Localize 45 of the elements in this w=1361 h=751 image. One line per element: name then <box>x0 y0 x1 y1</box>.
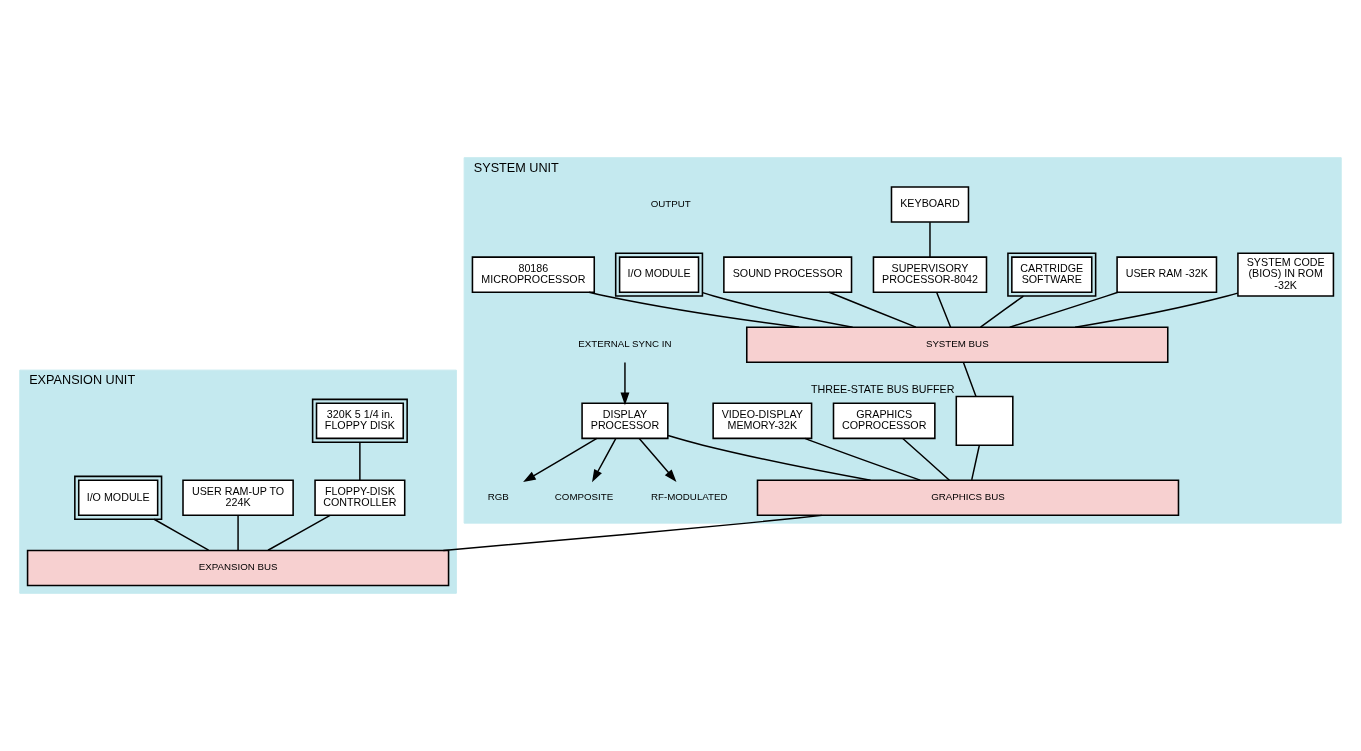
node-label: THREE-STATE BUS BUFFER <box>810 383 955 396</box>
node-text: EXTERNAL SYNC IN <box>578 338 672 350</box>
connector <box>929 221 931 258</box>
node-box: USER RAM-UP TO 224K <box>182 479 294 517</box>
node-box: USER RAM -32K <box>1116 256 1218 293</box>
connector <box>588 291 800 328</box>
node-text: RGB <box>487 491 509 503</box>
arrow <box>620 361 630 406</box>
arrow <box>592 437 617 483</box>
node-box: GRAPHICS COPROCESSOR <box>832 402 936 440</box>
arrow <box>523 437 598 483</box>
connector <box>962 361 977 398</box>
node-box: SUPERVISORY PROCESSOR-8042 <box>872 256 988 293</box>
node-box <box>955 395 1014 446</box>
node-text: RF-MODULATED <box>650 491 728 503</box>
label: OUTPUT <box>650 197 691 209</box>
node-box: DISPLAY PROCESSOR <box>581 402 669 440</box>
node-box: VIDEO-DISPLAY MEMORY-32K <box>712 402 813 440</box>
connector <box>979 295 1025 328</box>
node-box: CARTRIDGE SOFTWARE <box>1007 252 1097 297</box>
connector <box>828 291 917 328</box>
connector <box>701 291 854 328</box>
connector <box>936 291 952 328</box>
node-box: SOUND PROCESSOR <box>723 256 853 293</box>
connector <box>902 437 951 481</box>
node-box: GRAPHICS BUS <box>756 479 1180 517</box>
node-box: 80186 MICROPROCESSOR <box>471 256 596 293</box>
node-box: KEYBOARD <box>890 186 970 223</box>
node-box: I/O MODULE <box>614 252 704 297</box>
node-box: SYSTEM CODE (BIOS) IN ROM -32K <box>1237 252 1335 297</box>
connector <box>1009 291 1119 328</box>
node-box: FLOPPY-DISK CONTROLLER <box>314 479 406 517</box>
arrow <box>638 437 677 482</box>
node-box: EXPANSION BUS <box>26 549 450 587</box>
node-text: COMPOSITE <box>554 491 614 503</box>
connector <box>267 514 331 551</box>
connector <box>442 514 823 552</box>
connector <box>804 437 921 481</box>
connector <box>359 441 361 481</box>
node-box: SYSTEM BUS <box>746 326 1169 364</box>
connector <box>1074 292 1239 328</box>
connector <box>237 514 239 552</box>
connector <box>971 444 981 481</box>
connector <box>153 518 210 551</box>
connector <box>667 434 872 481</box>
